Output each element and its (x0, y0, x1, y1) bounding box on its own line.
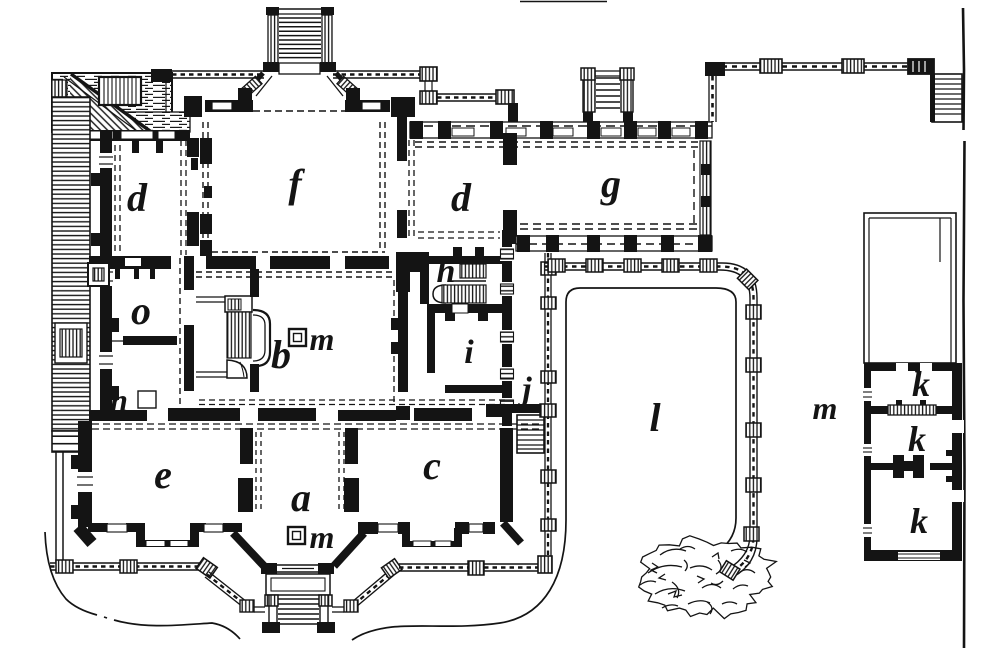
svg-text:n: n (110, 382, 128, 418)
svg-text:k: k (912, 364, 930, 404)
svg-text:m: m (310, 321, 335, 357)
svg-text:d: d (451, 175, 472, 220)
svg-text:k: k (908, 419, 926, 459)
svg-text:e: e (154, 452, 172, 497)
svg-text:m: m (813, 390, 838, 426)
svg-text:a: a (291, 475, 311, 520)
svg-text:d: d (127, 175, 148, 220)
svg-text:h: h (437, 253, 456, 290)
svg-text:f: f (288, 161, 305, 206)
svg-text:k: k (910, 501, 928, 541)
svg-text:g: g (600, 161, 621, 206)
svg-text:l: l (649, 395, 661, 440)
svg-text:o: o (131, 288, 151, 333)
svg-text:m: m (310, 519, 335, 555)
svg-text:i: i (464, 334, 474, 371)
svg-text:c: c (423, 443, 441, 488)
svg-text:b: b (271, 332, 291, 377)
